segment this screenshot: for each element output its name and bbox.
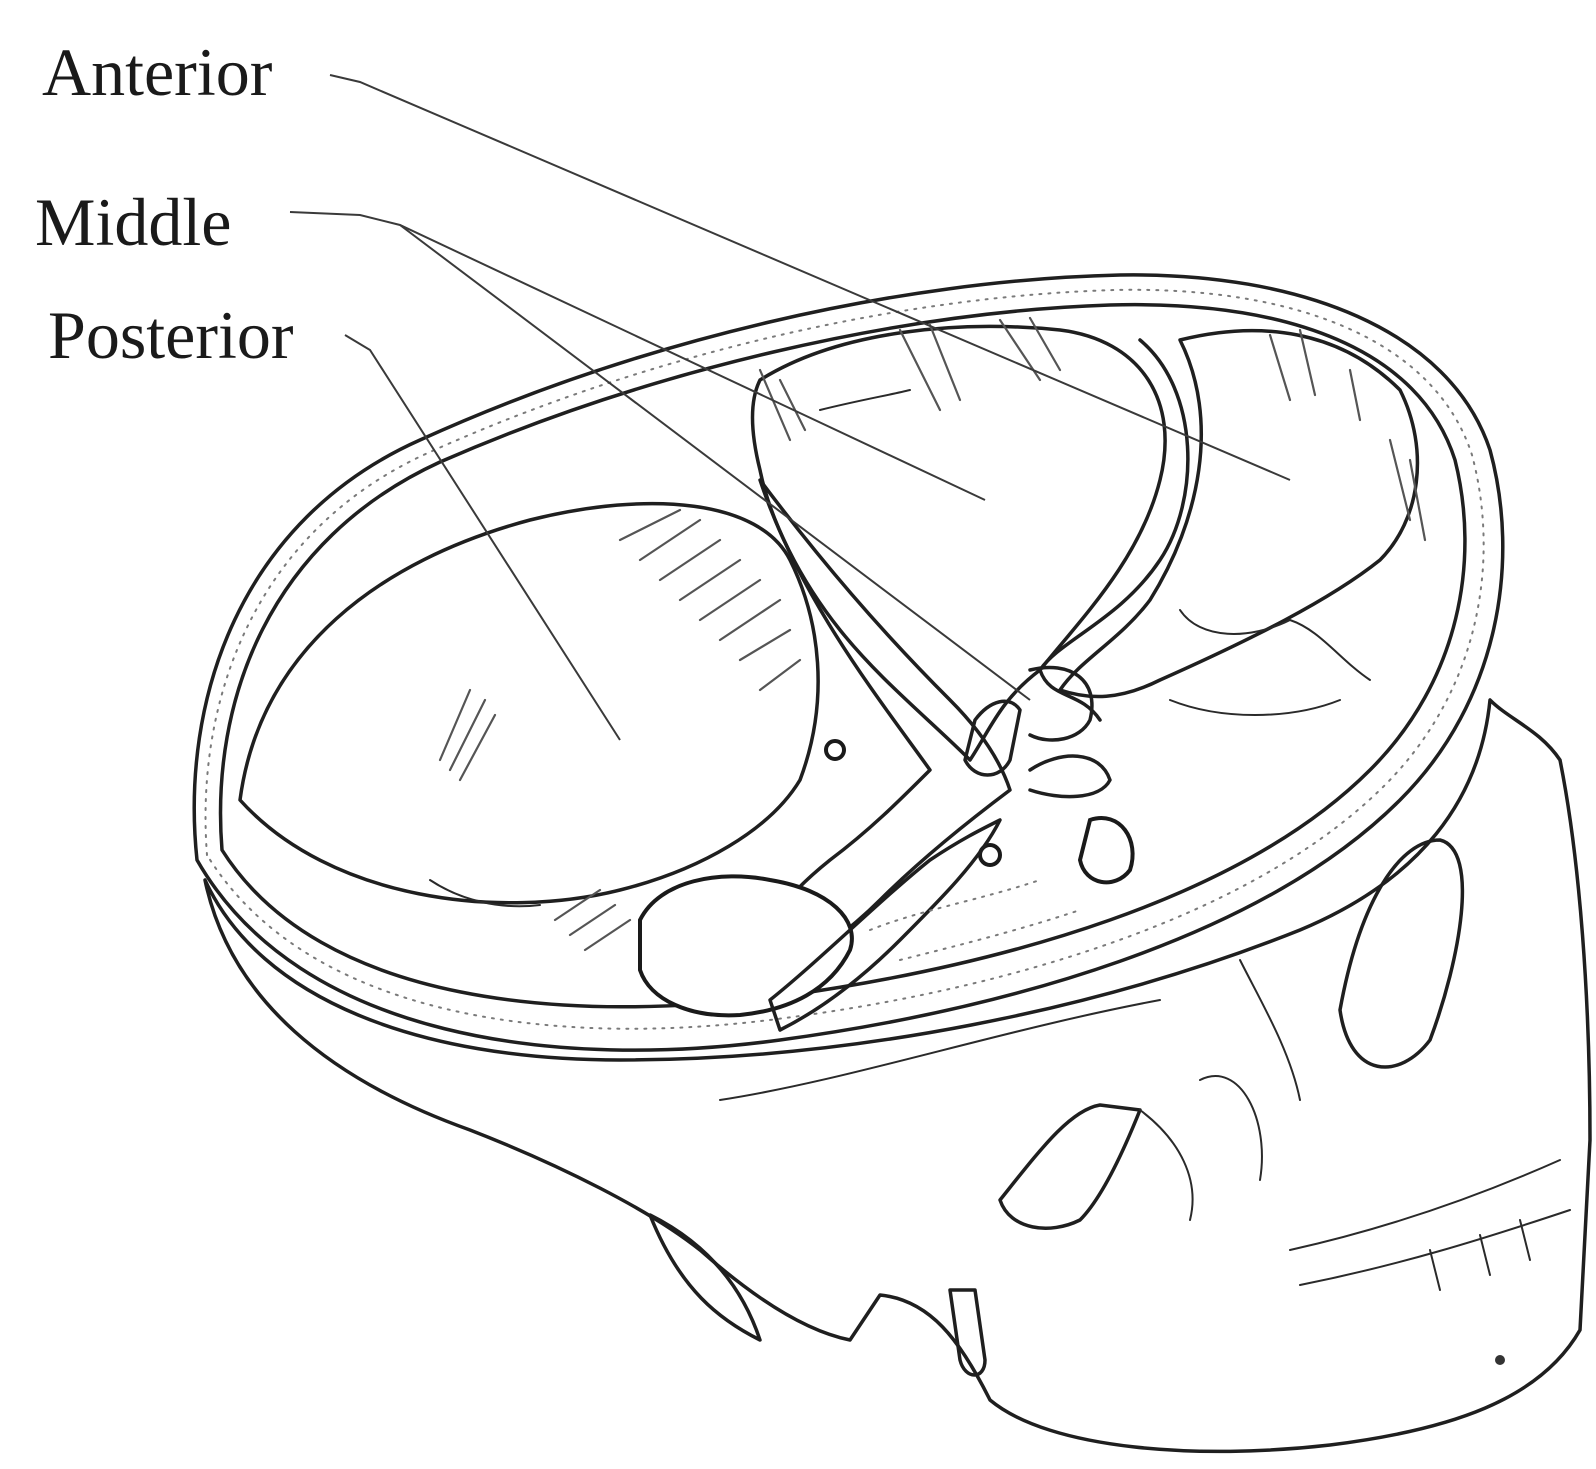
labels: Anterior Middle Posterior — [35, 34, 294, 373]
middle-leader-2 — [400, 225, 1030, 700]
skull-exterior — [205, 700, 1590, 1451]
label-posterior: Posterior — [48, 297, 294, 373]
posterior-leader — [345, 335, 620, 740]
anterior-leader — [330, 75, 1290, 480]
leader-lines — [290, 75, 1290, 740]
label-anterior: Anterior — [42, 34, 273, 110]
label-middle: Middle — [35, 184, 231, 260]
